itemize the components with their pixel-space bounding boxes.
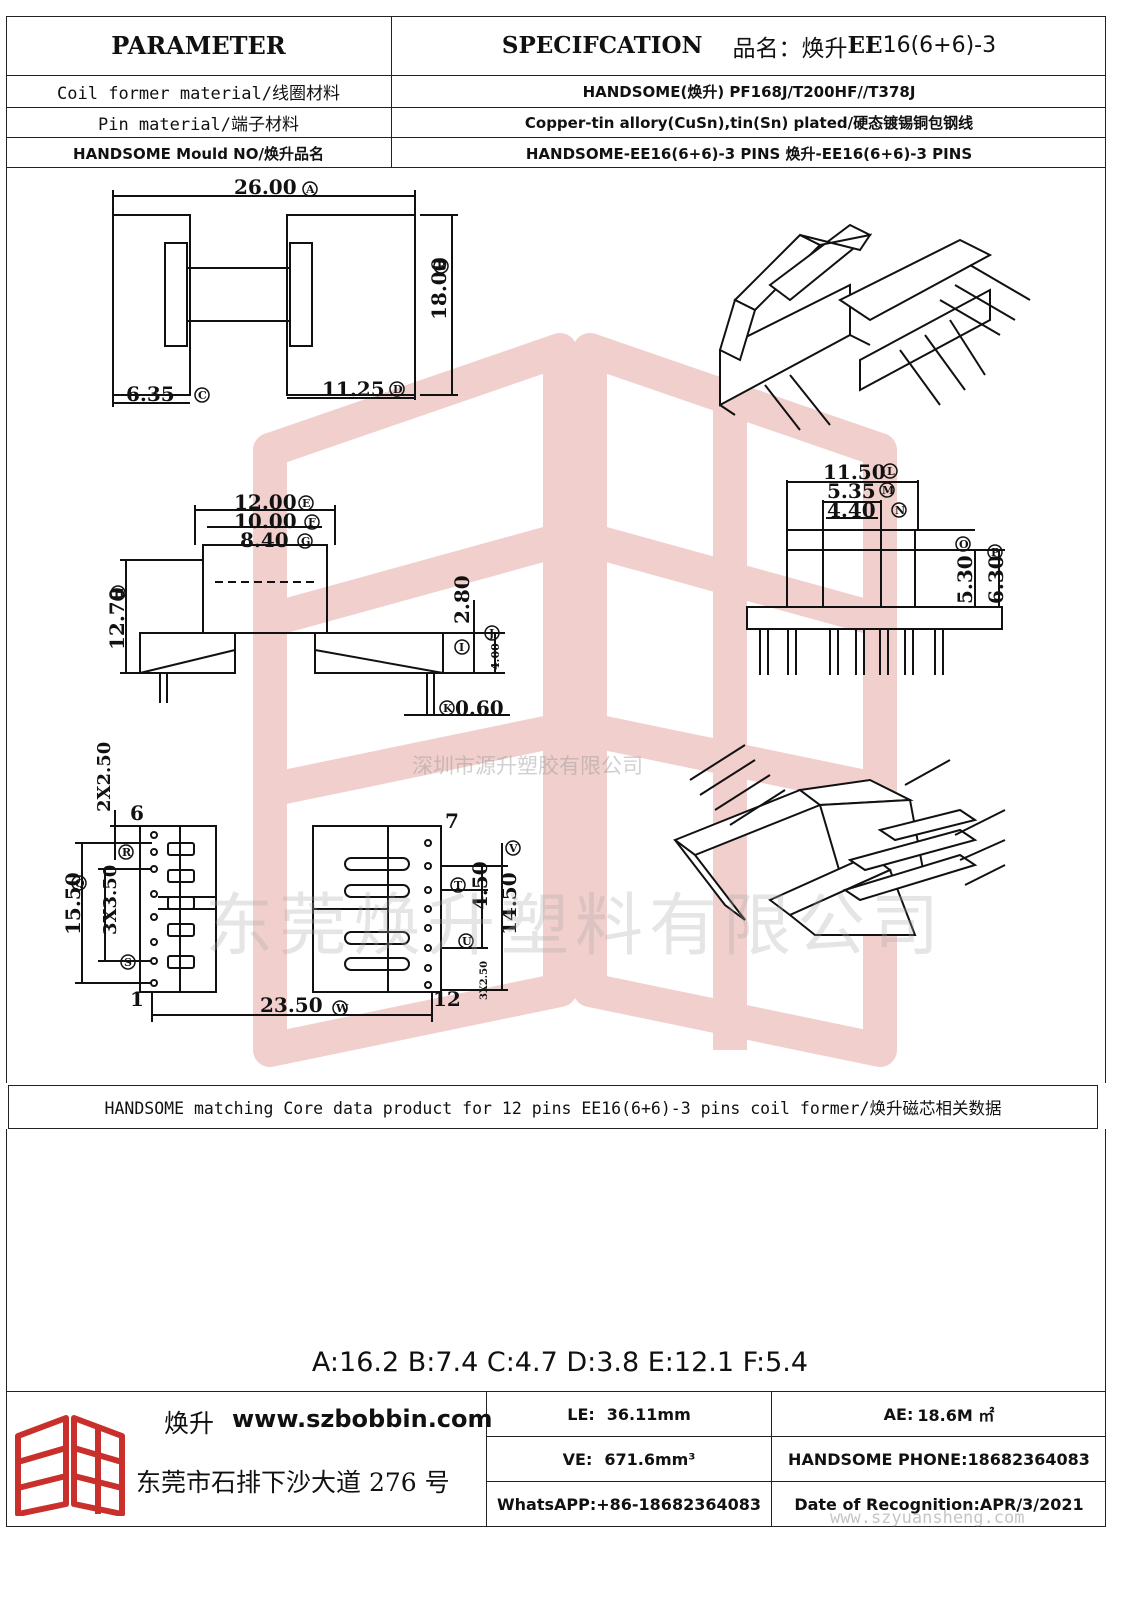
pin-7-label: 7 [445,809,459,833]
whatsapp-cell: WhatsAPP:+86-18682364083 [496,1494,761,1514]
technical-drawing: 26.00 6.35 11.25 18.00 A B C D [61,175,1031,1022]
dim-11-25: 11.25 [322,377,385,401]
tag-v: V [508,842,518,855]
tag-c: C [198,389,207,402]
dim-0-6: 0.60 [455,696,504,720]
watermark-company-large: 东莞焕升塑料有限公司 [205,887,946,966]
dim-4: 4.00 [489,643,502,670]
background-logo-watermark [253,333,897,1067]
pin-1-label: 1 [130,987,144,1011]
tag-f: F [308,516,316,529]
tag-e: E [302,497,310,510]
ve-label: VE: [562,1449,593,1469]
dim-6-3: 6.30 [984,555,1008,604]
phone-cell: HANDSOME PHONE:18682364083 [788,1449,1090,1469]
dim-6-35: 6.35 [126,382,175,406]
le-value: 36.11mm [606,1404,691,1424]
tag-h: H [114,587,124,600]
tag-a: A [305,183,315,196]
dim-15-5: 15.50 [61,872,85,935]
table-divider [6,75,1106,76]
footer-divider [486,1391,487,1527]
tag-o: O [959,538,969,551]
ve-value: 671.6mm³ [604,1449,696,1469]
dim-8-4: 8.40 [240,528,289,552]
dim-4-5: 4.50 [468,861,492,910]
dim-12: 12.00 [234,490,297,514]
spec-table [6,16,1106,168]
footer-table [6,1391,1106,1527]
tag-k: K [443,702,453,715]
tag-u: U [462,935,472,948]
spec-label: SPECIFCATION [501,32,703,59]
tag-d: D [393,383,403,396]
le-cell: LE: 36.11mm [487,1392,771,1436]
date-cell: Date of Recognition:APR/3/2021 [794,1494,1084,1514]
dim-2-8: 2.80 [450,575,474,624]
dim-11-5: 11.50 [823,460,886,484]
tag-m: M [882,484,894,497]
footer-brand: 焕升 [164,1409,215,1438]
tag-p: P [991,546,999,559]
le-label: LE: [567,1404,595,1424]
dim-10: 10.00 [234,509,297,533]
row-value-mould-no: HANDSOME-EE16(6+6)-3 PINS 焕升-EE16(6+6)-3… [525,144,973,163]
table-divider [6,107,1106,108]
isometric-view-bottom [672,744,1006,936]
specification-header: SPECIFCATION 品名：焕升 EE 16(6+6)-3 [392,16,1106,75]
product-model-bold: EE [847,32,883,59]
dim-26: 26.00 [234,175,297,199]
table-divider [391,16,392,168]
tag-s: S [124,956,132,969]
row-label-mould-no: HANDSOME Mould NO/焕升品名 [73,144,324,163]
dim-18: 18.00 [427,257,451,320]
ae-cell: AE: 18.6M ㎡ [772,1392,1106,1436]
company-logo [15,1415,125,1516]
product-model-rest: 16(6+6)-3 [882,33,997,58]
core-frame [6,1129,1106,1391]
footer-divider [771,1391,772,1527]
footer-divider [486,1481,1106,1482]
dim-2x2-5: 2X2.50 [94,742,115,812]
row-label-coil-former: Coil former material/线圈材料 [57,84,340,104]
watermark-company-small: 深圳市源升塑胶有限公司 [412,754,643,778]
parameter-header: PARAMETER [111,31,286,60]
dim-14-5: 14.50 [497,872,521,935]
dim-5-35: 5.35 [827,479,876,503]
tag-g: G [301,535,310,548]
row-value-pin-material: Copper-tin allory(CuSn),tin(Sn) plated/硬… [524,114,974,132]
tag-r: R [122,846,132,859]
dim-3x3-5: 3X3.50 [100,865,121,935]
tag-j: J [488,627,494,640]
tag-n: N [895,504,905,517]
footer-divider [486,1436,1106,1437]
tag-q: Q [75,877,85,890]
isometric-view-top [718,223,1031,431]
row-value-coil-former: HANDSOME(焕升) PF168J/T200HF//T378J [582,83,916,101]
product-name-prefix: 品名：焕升 [732,35,848,62]
dim-3x2-5: 3X2.50 [479,961,490,1000]
tag-t: T [454,879,463,892]
footer-website[interactable]: www.szbobbin.com [232,1405,493,1433]
dim-5-3: 5.30 [953,555,977,604]
table-divider [6,137,1106,138]
tag-l: L [887,465,895,478]
dim-4-4: 4.40 [827,498,876,522]
pin-12-label: 12 [433,987,461,1011]
pin-6-label: 6 [130,801,144,825]
ae-label: AE: [883,1404,914,1424]
row-label-pin-material: Pin material/端子材料 [97,115,300,135]
core-section-title: HANDSOME matching Core data product for … [8,1085,1098,1129]
dim-12-7: 12.70 [105,587,129,650]
ae-value: 18.6M ㎡ [917,1406,995,1425]
tag-b: B [437,260,446,273]
tag-i: I [459,641,464,654]
drawing-frame [6,168,1106,1083]
tag-w: W [335,1002,349,1015]
ve-cell: VE: 671.6mm³ [487,1437,771,1481]
footer-url-watermark: www.szyuansheng.com [830,1508,1025,1528]
dim-23-5: 23.50 [260,993,323,1017]
core-dimensions: A:16.2 B:7.4 C:4.7 D:3.8 E:12.1 F:5.4 [311,1346,809,1378]
footer-address: 东莞市石排下沙大道 276 号 [136,1468,450,1497]
